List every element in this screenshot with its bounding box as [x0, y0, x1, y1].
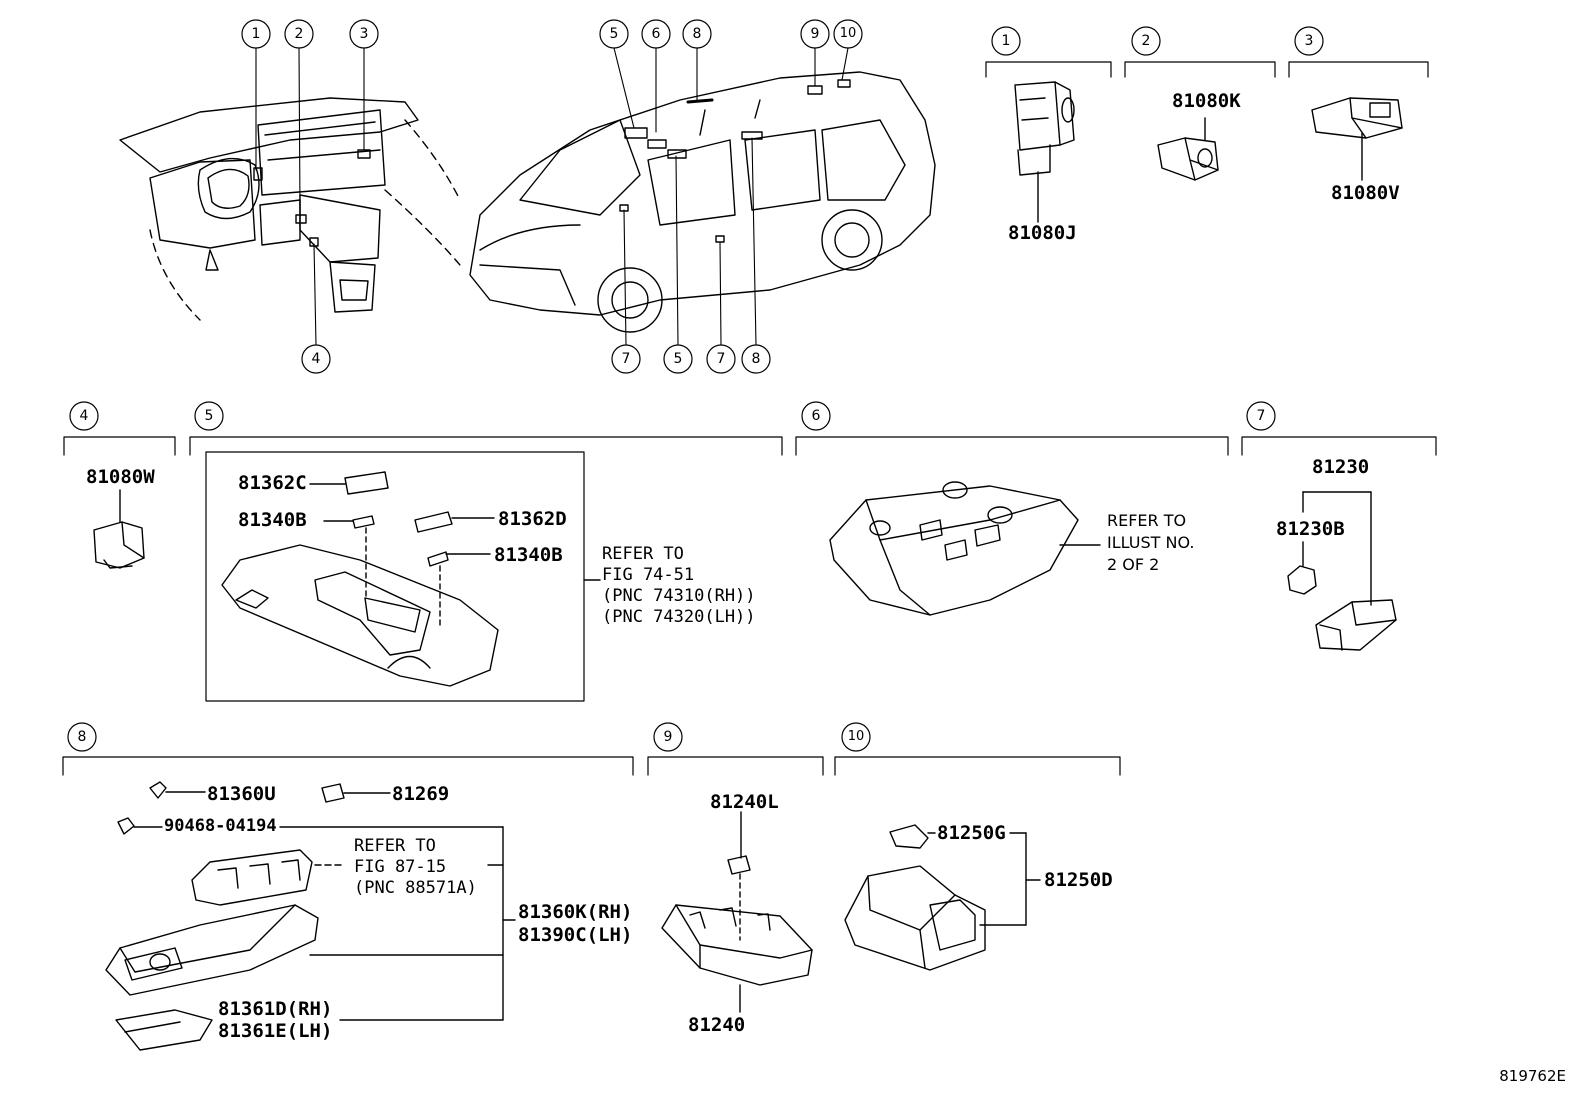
part-label-81340B-left: 81340B: [238, 509, 307, 531]
callout-10-top: 10: [839, 26, 857, 41]
part-81080V-drawing: [1311, 97, 1403, 181]
callout-7-bottom-left: 7: [621, 351, 631, 367]
vehicle-illustration: [469, 71, 936, 333]
section-1-number: 1: [1001, 33, 1011, 49]
section-7-number: 7: [1256, 408, 1266, 424]
part-81080W-drawing: [93, 489, 145, 569]
section-brackets: [62, 61, 1437, 776]
dashboard-illustration: [119, 97, 461, 321]
part-label-81240L: 81240L: [710, 791, 779, 813]
callout-6-top: 6: [651, 26, 661, 42]
part-label-81230: 81230: [1312, 456, 1370, 478]
section-3-number: 3: [1304, 33, 1314, 49]
part-label-81269: 81269: [392, 783, 450, 805]
callout-2-top: 2: [294, 26, 304, 42]
part-81250D-drawing: [844, 824, 1041, 971]
part-label-81361D-RH: 81361D(RH): [218, 998, 333, 1020]
part-81080J-drawing: [1014, 81, 1075, 223]
part-label-81240: 81240: [688, 1014, 746, 1036]
part-label-81080K: 81080K: [1172, 90, 1241, 112]
section-5-number: 5: [204, 408, 214, 424]
callout-5-bottom: 5: [673, 351, 683, 367]
section-9-number: 9: [663, 729, 673, 745]
overhead-console-drawing: [829, 481, 1101, 616]
part-label-81250D: 81250D: [1044, 869, 1113, 891]
part-label-90468-04194: 90468-04194: [164, 816, 277, 836]
part-label-81230B: 81230B: [1276, 518, 1345, 540]
part-81080K-drawing: [1157, 117, 1219, 181]
part-81240-drawing: [661, 811, 813, 1013]
refer-fig-87-15-note: REFER TO FIG 87-15 (PNC 88571A): [354, 836, 477, 898]
part-label-81360K-RH: 81360K(RH): [518, 901, 633, 923]
sunvisor-box: [205, 451, 601, 702]
part-label-81361E-LH: 81361E(LH): [218, 1020, 333, 1042]
part-label-81080J: 81080J: [1008, 222, 1077, 244]
callout-7-bottom-right: 7: [716, 351, 726, 367]
section-2-number: 2: [1141, 33, 1151, 49]
callout-5-top: 5: [609, 26, 619, 42]
refer-illust-note: REFER TO ILLUST NO. 2 OF 2: [1107, 511, 1195, 574]
callout-1-top: 1: [251, 26, 261, 42]
callout-8-bottom: 8: [751, 351, 761, 367]
callout-4-top: 4: [311, 351, 321, 367]
section-8-number: 8: [77, 729, 87, 745]
spot-lamp-assembly: [105, 781, 516, 1051]
overview-leaders: [255, 47, 849, 346]
part-label-81362D: 81362D: [498, 508, 567, 530]
part-label-81390C-LH: 81390C(LH): [518, 924, 633, 946]
diagram-id: 819762E: [1499, 1067, 1566, 1085]
part-label-81250G: 81250G: [937, 822, 1006, 844]
callout-9-top: 9: [810, 26, 820, 42]
part-81230-drawing: [1287, 491, 1397, 651]
section-4-number: 4: [79, 408, 89, 424]
part-label-81080V: 81080V: [1331, 182, 1400, 204]
part-label-81362C: 81362C: [238, 472, 307, 494]
part-label-81080W: 81080W: [86, 466, 155, 488]
refer-fig-74-51-note: REFER TO FIG 74-51 (PNC 74310(RH)) (PNC …: [602, 544, 756, 627]
callout-3-top: 3: [359, 26, 369, 42]
callout-circles: [67, 19, 1324, 752]
part-label-81340B-right: 81340B: [494, 544, 563, 566]
section-6-number: 6: [811, 408, 821, 424]
callout-8-top: 8: [692, 26, 702, 42]
section-10-number: 10: [847, 729, 865, 744]
part-label-81360U: 81360U: [207, 783, 276, 805]
